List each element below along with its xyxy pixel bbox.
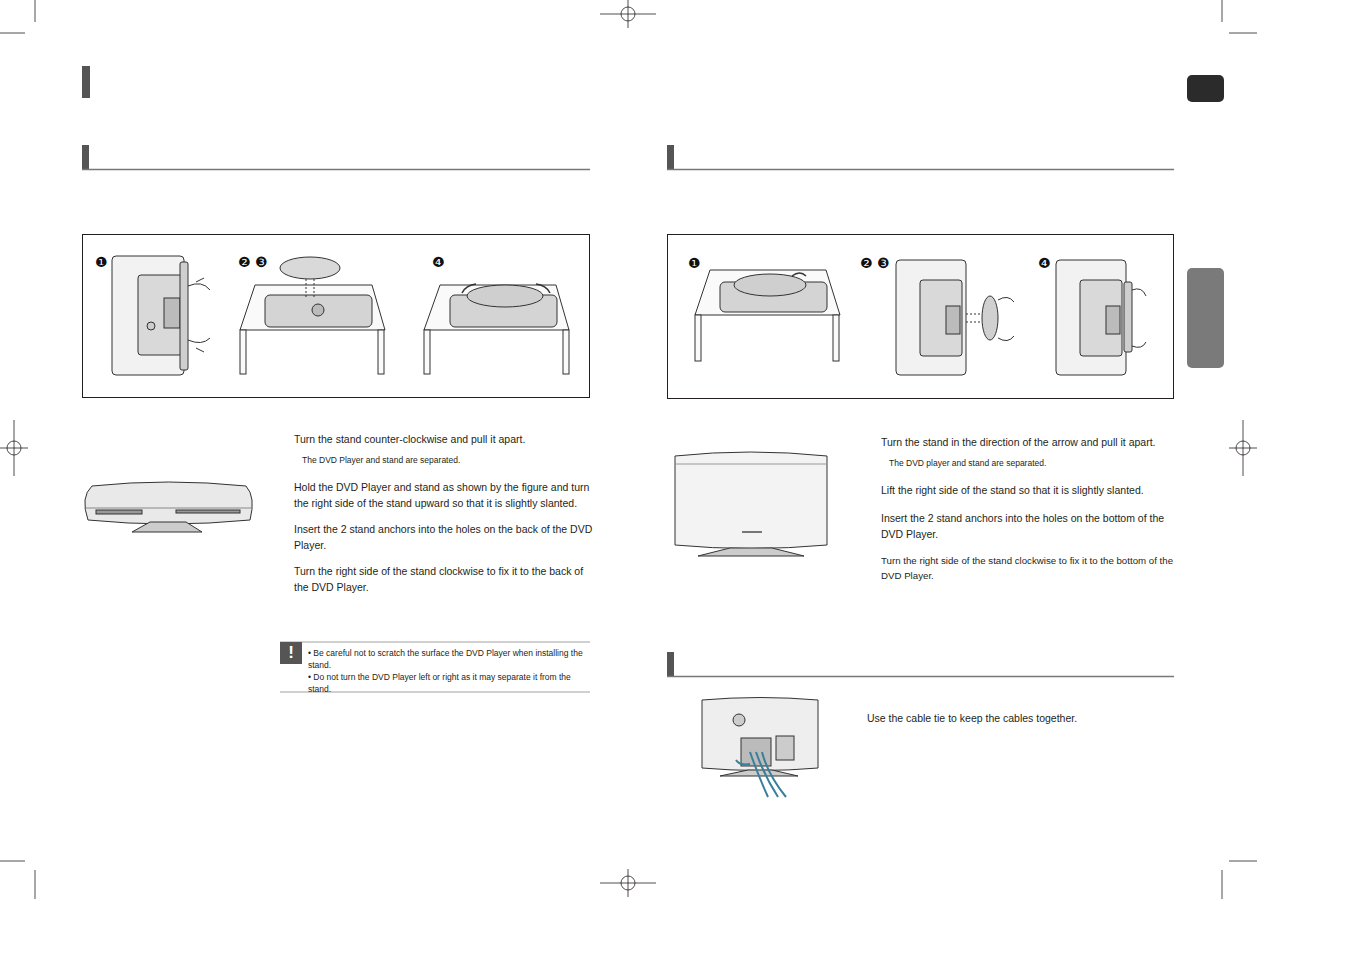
callout-number: ❶ — [688, 256, 701, 270]
instruction-text: Turn the right side of the stand clockwi… — [294, 563, 594, 595]
page-tab — [1187, 75, 1224, 102]
instruction-text: Turn the right side of the stand clockwi… — [881, 553, 1177, 583]
right-figures — [695, 260, 1146, 375]
section-bar — [667, 652, 674, 676]
section-bar — [82, 145, 89, 169]
instruction-text: Turn the stand counter-clockwise and pul… — [294, 431, 594, 447]
section-rule — [667, 169, 1174, 171]
section-rule — [82, 169, 590, 171]
instruction-text: Turn the stand in the direction of the a… — [881, 434, 1177, 450]
left-figures — [112, 256, 569, 375]
dvd-player-upright — [675, 452, 827, 556]
caution-icon: ! — [280, 642, 302, 664]
section-rule — [667, 676, 1174, 678]
instruction-text: Hold the DVD Player and stand as shown b… — [294, 479, 594, 511]
crop-marks — [0, 0, 1257, 899]
instruction-text: Lift the right side of the stand so that… — [881, 482, 1177, 498]
rear-with-cables — [702, 698, 818, 798]
note-text: The DVD player and stand are separated. — [889, 457, 1179, 469]
title-bar — [82, 66, 90, 98]
figure-panel: ❶ ❷ ❸ ❹ — [667, 234, 1174, 399]
note-text: • Be careful not to scratch the surface … — [308, 647, 594, 671]
callout-number: ❶ — [95, 255, 108, 269]
callout-number: ❹ — [1038, 256, 1051, 270]
chapter-tab — [1187, 268, 1224, 368]
section-bar — [667, 145, 674, 169]
callout-number: ❷ ❸ — [238, 255, 268, 269]
callout-number: ❷ ❸ — [860, 256, 890, 270]
instruction-text: Insert the 2 stand anchors into the hole… — [881, 510, 1177, 542]
dvd-player-front — [85, 482, 252, 532]
instruction-text: Insert the 2 stand anchors into the hole… — [294, 521, 594, 553]
note-rule — [280, 642, 590, 643]
caution-mark: ! — [288, 643, 294, 662]
callout-number: ❹ — [432, 255, 445, 269]
note-text: The DVD Player and stand are separated. — [302, 454, 592, 466]
note-text: • Do not turn the DVD Player left or rig… — [308, 671, 594, 695]
figure-panel: ❶ ❷ ❸ ❹ — [82, 234, 590, 398]
instruction-text: Use the cable tie to keep the cables tog… — [867, 710, 1167, 726]
